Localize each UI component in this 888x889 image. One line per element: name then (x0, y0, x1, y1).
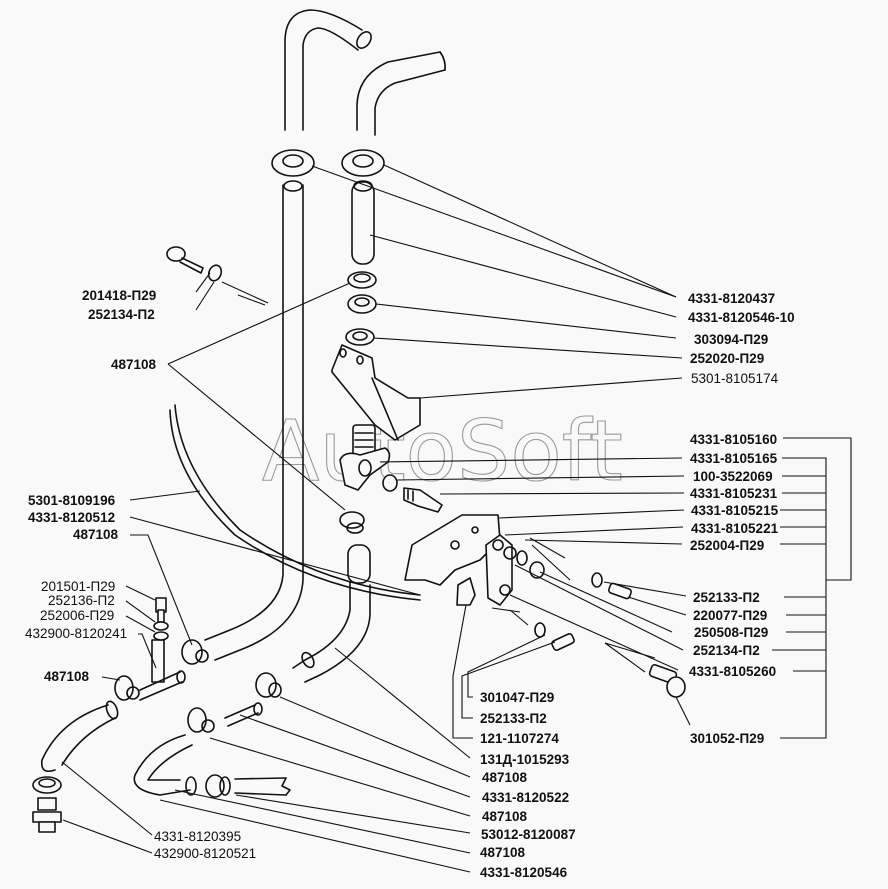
washer-252133-b (534, 622, 546, 638)
label-220077-p29: 220077-П29 (693, 608, 767, 623)
label-4331-8105221: 4331-8105221 (691, 521, 779, 536)
clamp-left-mid (181, 639, 209, 665)
clamp-53012 (205, 774, 231, 798)
label-4331-8120546-10: 4331-8120546-10 (688, 310, 795, 325)
clamp-left-lower (114, 675, 140, 701)
label-301052-p29: 301052-П29 (690, 731, 764, 746)
label-487108-l3: 487108 (44, 669, 90, 684)
valve-body (339, 424, 391, 491)
hose-131d (292, 581, 371, 683)
washer-252004 (516, 550, 528, 566)
screw-301047 (551, 633, 575, 651)
leader-lines (61, 164, 852, 873)
label-53012-8120087: 53012-8120087 (481, 827, 576, 842)
washer-252136 (153, 621, 169, 631)
label-487108-r2: 487108 (482, 809, 528, 824)
clamp-bottom-left (32, 776, 62, 794)
label-252133-p2: 252133-П2 (693, 590, 760, 605)
label-432900-8120521: 432900-8120521 (154, 846, 256, 861)
label-252133-p2-lower: 252133-П2 (480, 711, 547, 726)
hose-4331-8120395 (40, 700, 119, 773)
bolt-201418 (166, 246, 204, 274)
label-5301-8105174: 5301-8105174 (691, 371, 779, 386)
screw-220077 (607, 582, 633, 600)
label-432900-8120241: 432900-8120241 (25, 626, 127, 641)
label-487108-l2: 487108 (73, 527, 119, 542)
washer-252134 (207, 264, 223, 282)
label-301047-p29: 301047-П29 (480, 690, 554, 705)
label-252020-p29: 252020-П29 (690, 351, 764, 366)
label-4331-8105160: 4331-8105160 (690, 432, 777, 447)
washer-252133-a (591, 572, 603, 588)
washer-upper (345, 328, 375, 346)
label-4331-8105260: 4331-8105260 (689, 664, 776, 679)
seal-washer (382, 474, 398, 492)
label-252136-p2: 252136-П2 (48, 593, 115, 608)
label-201418-p29: 201418-П29 (82, 288, 156, 303)
clip (456, 577, 476, 606)
part-labels: 4331-8120437 4331-8120546-10 303094-П29 … (25, 288, 795, 880)
fitting-4331-8105231 (403, 487, 443, 513)
label-487108-l1: 487108 (111, 357, 157, 372)
hose-4331-8120546 (133, 734, 197, 796)
nut-upper (347, 294, 377, 314)
cable-5301-8109196 (169, 404, 421, 601)
label-4331-8120512: 4331-8120512 (28, 510, 115, 525)
tube-mid (347, 544, 371, 584)
label-4331-8120522: 4331-8120522 (482, 790, 569, 805)
label-4331-8120395: 4331-8120395 (154, 829, 241, 844)
label-100-3522069: 100-3522069 (693, 469, 773, 484)
label-121-1107274: 121-1107274 (480, 731, 559, 746)
clamp-right-lower (255, 672, 282, 698)
label-303094-p29: 303094-П29 (694, 332, 768, 347)
label-487108-r3: 487108 (480, 845, 526, 860)
clamp-mid (339, 511, 365, 534)
label-4331-8120546: 4331-8120546 (480, 865, 568, 880)
grommet-right (341, 149, 385, 177)
tube-right-short (351, 180, 375, 265)
tee-bracket (139, 639, 186, 701)
hose-right-upper (356, 51, 446, 136)
label-4331-8105231: 4331-8105231 (690, 486, 778, 501)
label-131d-1015293: 131Д-1015293 (480, 752, 570, 767)
label-252134-p2-left: 252134-П2 (88, 307, 155, 322)
label-4331-8105165: 4331-8105165 (690, 451, 778, 466)
watermark: AutoSoft (262, 402, 623, 500)
lever-arm (485, 534, 517, 606)
tube-53012-8120087 (234, 777, 291, 796)
label-5301-8109196: 5301-8109196 (28, 493, 116, 508)
grommet-left (271, 149, 315, 177)
label-4331-8105215: 4331-8105215 (691, 503, 779, 518)
clamp-lower-mid (187, 707, 215, 733)
label-201501-p29: 201501-П29 (41, 579, 115, 594)
label-252134-p2: 252134-П2 (693, 643, 760, 658)
label-4331-8120437: 4331-8120437 (688, 291, 775, 306)
tube-left-vertical (204, 180, 304, 661)
label-252004-p29: 252004-П29 (690, 538, 764, 553)
tube-4331-8120522 (224, 702, 263, 727)
label-487108-r1: 487108 (482, 770, 528, 785)
washer-252006 (153, 631, 169, 641)
fitting-432900-8120521 (32, 797, 62, 833)
label-252006-p29: 252006-П29 (40, 608, 114, 623)
label-250508-p29: 250508-П29 (694, 625, 768, 640)
clamp-upper (347, 271, 377, 289)
hose-left-upper (284, 9, 372, 131)
bolt-201501 (155, 597, 167, 623)
bolt-301052 (648, 663, 686, 698)
